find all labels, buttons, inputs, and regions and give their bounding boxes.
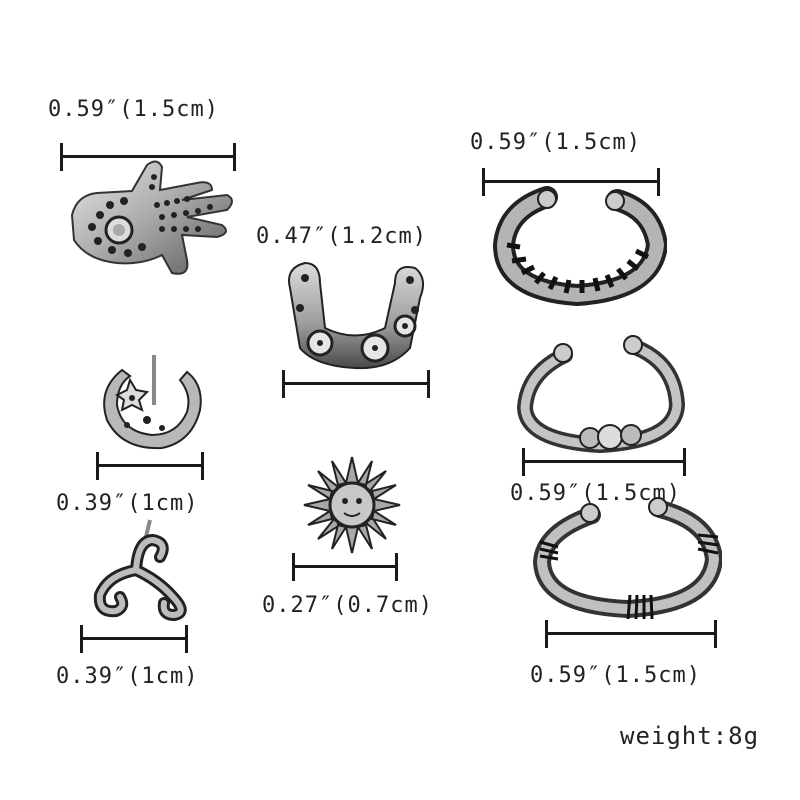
size-label-band: 0.59″(1.5cm)	[530, 663, 701, 688]
ruler-coil	[482, 168, 660, 196]
coil-cuff-earring	[492, 186, 667, 307]
band-cuff-earring	[532, 497, 722, 620]
bead-cuff-earring	[516, 335, 685, 454]
size-label-sun: 0.27″(0.7cm)	[262, 593, 433, 618]
weight-label: weight:8g	[620, 722, 760, 750]
ruler-hamsa	[60, 143, 236, 171]
ruler-flower	[282, 370, 430, 398]
ruler-bead	[522, 448, 686, 476]
ruler-moon	[96, 452, 204, 480]
ruler-sun	[292, 553, 398, 581]
sun-earring	[303, 456, 401, 554]
triskele-earring	[93, 519, 187, 622]
flower-cuff-earring	[288, 261, 425, 370]
size-label-hamsa: 0.59″(1.5cm)	[48, 97, 219, 122]
size-label-flower: 0.47″(1.2cm)	[256, 224, 427, 249]
size-label-coil: 0.59″(1.5cm)	[470, 130, 641, 155]
moon-star-earring	[103, 355, 202, 450]
ruler-triskele	[80, 625, 188, 653]
ruler-band	[545, 620, 717, 648]
size-label-moon: 0.39″(1cm)	[56, 491, 199, 516]
size-label-triskele: 0.39″(1cm)	[56, 664, 199, 689]
hamsa-hand-earring	[70, 160, 233, 275]
